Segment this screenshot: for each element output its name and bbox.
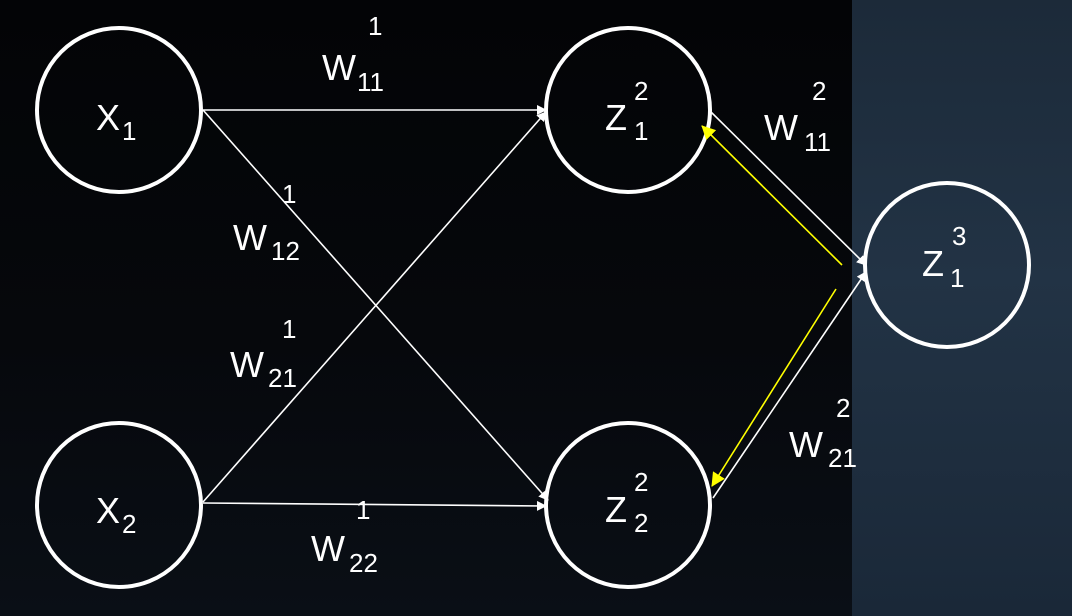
- weight-label-w11-layer1: 1 W 11: [322, 11, 384, 97]
- weight-label-w12-layer1: 1 W 12: [233, 179, 300, 266]
- edge-z12-z13: [710, 111, 867, 266]
- weight-label-sub: 11: [357, 67, 384, 97]
- weight-label-sup: 1: [282, 179, 296, 209]
- weight-label-sub: 21: [268, 363, 297, 393]
- background-blue-panel: [852, 0, 1072, 616]
- edge-z22-z13: [712, 271, 867, 499]
- weight-label-w11-layer2: 2 W 11: [764, 76, 831, 157]
- node-label-sup: 2: [634, 467, 648, 497]
- weight-label-base: W: [311, 528, 345, 569]
- node-z1-layer2: [544, 26, 712, 194]
- node-x1: [35, 26, 203, 194]
- node-label-sub: 1: [634, 116, 648, 146]
- weight-label-sub: 11: [804, 127, 831, 157]
- weight-label-base: W: [764, 107, 798, 148]
- node-z2-layer2: [544, 421, 712, 589]
- node-label-z1-layer2: Z 2 1: [605, 76, 648, 146]
- node-label-sup: 3: [952, 221, 966, 251]
- weight-label-w21-layer1: 1 W 21: [230, 314, 297, 393]
- node-label-z2-layer2: Z 2 2: [605, 467, 648, 538]
- node-label-base: X: [96, 490, 120, 531]
- node-label-sub: 2: [634, 508, 648, 538]
- weight-label-sup: 2: [836, 393, 850, 423]
- weight-label-w22-layer1: 1 W 22: [311, 495, 378, 578]
- weight-label-sup: 2: [812, 76, 826, 106]
- node-label-x2: X 2: [96, 490, 136, 539]
- weight-label-base: W: [230, 344, 264, 385]
- weight-label-sub: 22: [349, 548, 378, 578]
- node-label-sup: 2: [634, 76, 648, 106]
- node-label-base: X: [96, 97, 120, 138]
- node-label-sub: 1: [122, 116, 136, 146]
- backprop-edge-z13-z12: [701, 125, 843, 266]
- node-z1-layer3: [863, 181, 1031, 349]
- weight-label-w21-layer2: 2 W 21: [789, 393, 857, 473]
- node-label-z1-layer3: Z 3 1: [922, 221, 966, 293]
- weight-label-sup: 1: [368, 11, 382, 41]
- node-label-base: Z: [605, 97, 627, 138]
- weight-label-base: W: [233, 217, 267, 258]
- weight-label-base: W: [789, 424, 823, 465]
- node-x2: [35, 421, 203, 589]
- weight-label-sub: 21: [828, 443, 857, 473]
- weight-label-sub: 12: [271, 236, 300, 266]
- node-label-sub: 1: [950, 263, 964, 293]
- weight-label-base: W: [322, 47, 356, 88]
- node-label-x1: X 1: [96, 97, 136, 146]
- edge-x2-z12: [202, 111, 547, 503]
- weight-label-sup: 1: [356, 495, 370, 525]
- node-label-sub: 2: [122, 509, 136, 539]
- node-label-base: Z: [605, 489, 627, 530]
- edge-x2-z22: [202, 500, 547, 511]
- weight-label-sup: 1: [282, 314, 296, 344]
- backprop-edge-z13-z22: [711, 288, 837, 487]
- node-label-base: Z: [922, 243, 944, 284]
